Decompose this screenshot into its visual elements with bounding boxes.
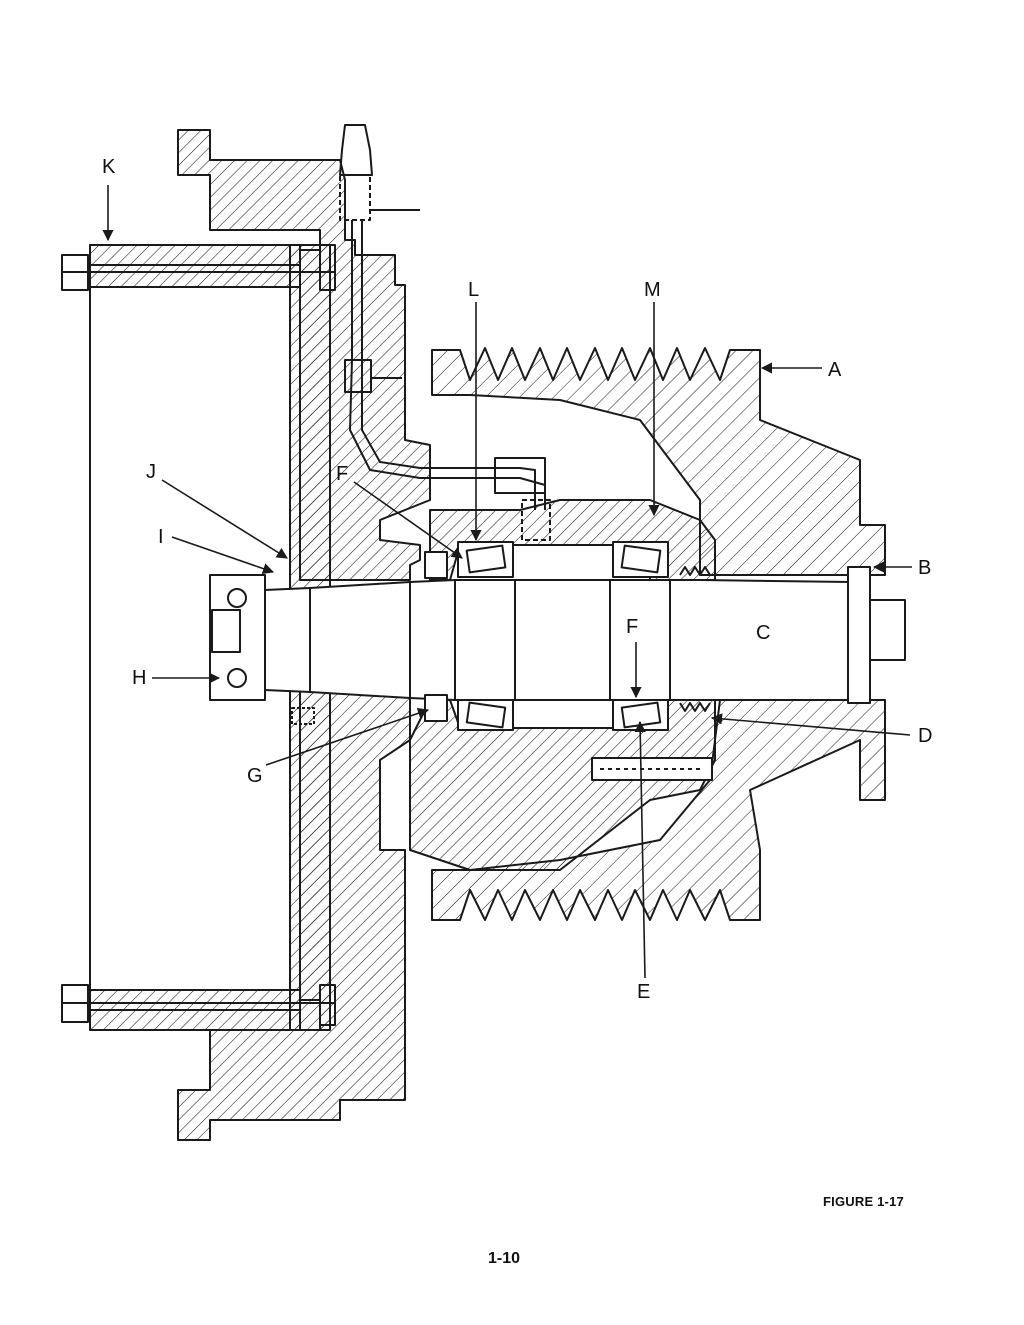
bearing-right-upper [612,541,669,578]
bearing-left-lower [457,699,514,731]
leader-F-upper [353,481,463,559]
callout-F-lower: F [626,616,639,638]
callout-A: A [828,359,842,381]
callout-C: C [756,622,771,644]
front-washer-top [227,588,247,608]
grease-elbow-nut [521,499,551,541]
callout-F-upper: F [336,463,349,485]
grease-elbow [494,457,546,494]
grease-fitting-base [339,174,371,221]
j-screw [291,707,315,725]
nut-upper-right [319,244,336,291]
front-washer-bottom [227,668,247,688]
leader-I [171,536,275,574]
callout-B: B [918,557,932,579]
seal-upper [424,551,448,579]
seal-lower [424,694,448,722]
bolt-lower [61,984,89,1023]
grease-line-clamp [344,359,372,393]
callout-I: I [158,526,164,548]
callout-D: D [918,725,933,747]
callout-K: K [102,156,116,178]
callout-E: E [637,981,651,1003]
grease-line-2 [361,220,536,510]
callout-H: H [132,667,147,689]
nut-lower-right [319,984,336,1026]
callout-L: L [468,279,480,301]
thread-lower [679,702,711,712]
leader-D [710,713,911,736]
bearing-left-upper [457,541,514,578]
leader-J [161,479,288,559]
front-hub-cap [211,609,241,653]
callout-M: M [644,279,661,301]
figure-caption: FIGURE 1-17 [823,1194,904,1209]
rear-nut [869,599,906,661]
grease-fitting [339,124,373,176]
leader-G [265,707,430,766]
page-number: 1-10 [488,1250,521,1267]
callout-J: J [146,461,156,483]
pulley-upper [431,347,886,576]
rear-washer [847,566,871,704]
bolt-upper [61,254,89,291]
leader-E [634,720,646,979]
thread-upper [679,566,711,576]
callout-G: G [247,765,263,787]
grease-line [349,220,546,510]
